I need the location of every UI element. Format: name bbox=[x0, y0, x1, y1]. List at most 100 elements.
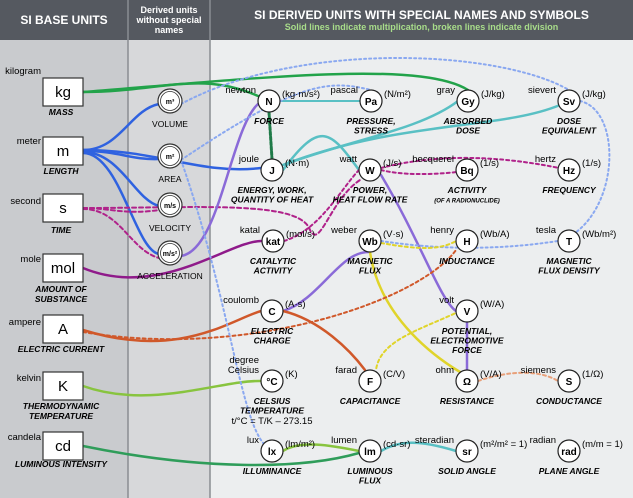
special-unit-name: coulomb bbox=[223, 295, 259, 306]
special-unit-quantity: TEMPERATURE bbox=[240, 406, 304, 416]
header-derived-line-3: names bbox=[154, 25, 184, 35]
special-unit-name: lux bbox=[247, 435, 259, 446]
base-unit-box bbox=[42, 371, 84, 401]
base-unit-name: kilogram bbox=[5, 66, 41, 77]
connection-line bbox=[375, 310, 461, 371]
header-bar bbox=[0, 0, 633, 40]
special-title: SI DERIVED UNITS WITH SPECIAL NAMES AND … bbox=[254, 8, 589, 22]
special-unit-quantity: CAPACITANCE bbox=[340, 396, 401, 406]
special-unit-name: tesla bbox=[536, 225, 557, 236]
special-unit-quantity: PRESSURE, bbox=[346, 116, 395, 126]
derived-unit-circle bbox=[157, 192, 183, 218]
base-unit-box bbox=[42, 314, 84, 344]
special-unit-quantity: CELSIUS bbox=[254, 396, 291, 406]
header-derived-without-names: Derived units without special names bbox=[128, 0, 210, 40]
derived-unit-inner-ring bbox=[160, 195, 180, 215]
special-unit-expression: (1/Ω) bbox=[582, 369, 603, 380]
special-unit-name: watt bbox=[339, 154, 358, 165]
derived-unit-label: VOLUME bbox=[152, 119, 188, 129]
special-unit-quantity: LUMINOUS bbox=[347, 466, 393, 476]
special-unit-quantity: PLANE ANGLE bbox=[539, 466, 600, 476]
base-unit-symbol: kg bbox=[55, 84, 71, 101]
base-unit-box bbox=[42, 193, 84, 223]
special-unit-quantity: MAGNETIC bbox=[546, 256, 592, 266]
special-unit-expression: (J/kg) bbox=[582, 89, 606, 100]
base-unit-name: meter bbox=[17, 136, 41, 147]
base-unit-name: mole bbox=[20, 254, 41, 265]
special-unit-expression: (kg·m/s²) bbox=[282, 89, 320, 100]
special-unit-name: siemens bbox=[521, 365, 557, 376]
special-unit-expression: (1/s) bbox=[582, 158, 601, 169]
connection-line bbox=[283, 169, 360, 242]
special-unit-quantity: FLUX bbox=[359, 266, 383, 276]
special-unit-symbol: H bbox=[463, 237, 470, 248]
connection-line bbox=[180, 57, 570, 105]
special-unit-expression: (V·s) bbox=[383, 229, 404, 240]
base-unit-quantity: LUMINOUS INTENSITY bbox=[15, 459, 108, 469]
base-unit-name: ampere bbox=[9, 317, 41, 328]
special-unit-name: radian bbox=[530, 435, 556, 446]
special-unit-symbol: rad bbox=[561, 447, 577, 458]
special-unit-symbol: sr bbox=[462, 447, 472, 458]
special-unit-quantity: CONDUCTANCE bbox=[536, 396, 602, 406]
special-unit-circle bbox=[455, 158, 479, 182]
special-unit-expression: (N·m) bbox=[285, 158, 309, 169]
special-unit-expression: (J/kg) bbox=[481, 89, 505, 100]
special-unit-name: pascal bbox=[331, 85, 358, 96]
special-unit-expression: (Wb/m²) bbox=[582, 229, 616, 240]
special-unit-symbol: F bbox=[367, 377, 373, 388]
special-unit-expression: (W/A) bbox=[480, 299, 504, 310]
connection-line bbox=[379, 441, 458, 453]
special-unit-quantity: MAGNETIC bbox=[347, 256, 393, 266]
base-unit-symbol: A bbox=[58, 321, 68, 338]
special-unit-symbol: Pa bbox=[365, 97, 378, 108]
special-unit-quantity: FLUX DENSITY bbox=[538, 266, 601, 276]
connection-line bbox=[82, 249, 457, 341]
special-unit-circle bbox=[557, 89, 581, 113]
special-unit-symbol: kat bbox=[266, 237, 281, 248]
base-unit-quantity: THERMODYNAMIC bbox=[23, 401, 100, 411]
derived-unit-inner-ring bbox=[160, 243, 180, 263]
special-unit-symbol: Sv bbox=[563, 97, 576, 108]
base-unit-quantity: TIME bbox=[51, 225, 72, 235]
derived-unit-circle bbox=[157, 88, 183, 114]
special-unit-quantity: ABSORBED bbox=[443, 116, 493, 126]
base-unit-box bbox=[42, 253, 84, 283]
connection-line bbox=[380, 240, 457, 250]
special-unit-expression: (Wb/A) bbox=[480, 229, 510, 240]
derived-unit-label: VELOCITY bbox=[149, 223, 191, 233]
special-unit-quantity: ENERGY, WORK, bbox=[237, 185, 306, 195]
special-unit-symbol: °C bbox=[266, 377, 277, 388]
base-unit-symbol: K bbox=[58, 378, 68, 395]
base-unit-symbol: mol bbox=[51, 260, 75, 277]
special-unit-name: katal bbox=[240, 225, 260, 236]
special-unit-symbol: W bbox=[365, 166, 375, 177]
special-unit-expression: (V/A) bbox=[480, 369, 502, 380]
connection-line bbox=[180, 84, 372, 161]
special-unit-circle bbox=[455, 439, 479, 463]
special-unit-quantity: QUANTITY OF HEAT bbox=[231, 195, 314, 205]
special-unit-circle bbox=[358, 229, 382, 253]
special-unit-expression: (cd·sr) bbox=[383, 439, 410, 450]
special-unit-quantity: ACTIVITY bbox=[447, 185, 488, 195]
special-unit-quantity: ELECTRIC bbox=[251, 326, 294, 336]
special-unit-name: weber bbox=[330, 225, 357, 236]
special-unit-expression: (J/s) bbox=[383, 158, 401, 169]
connection-line bbox=[574, 100, 611, 234]
connection-line bbox=[281, 103, 562, 167]
special-unit-expression: (lm/m²) bbox=[285, 439, 315, 450]
